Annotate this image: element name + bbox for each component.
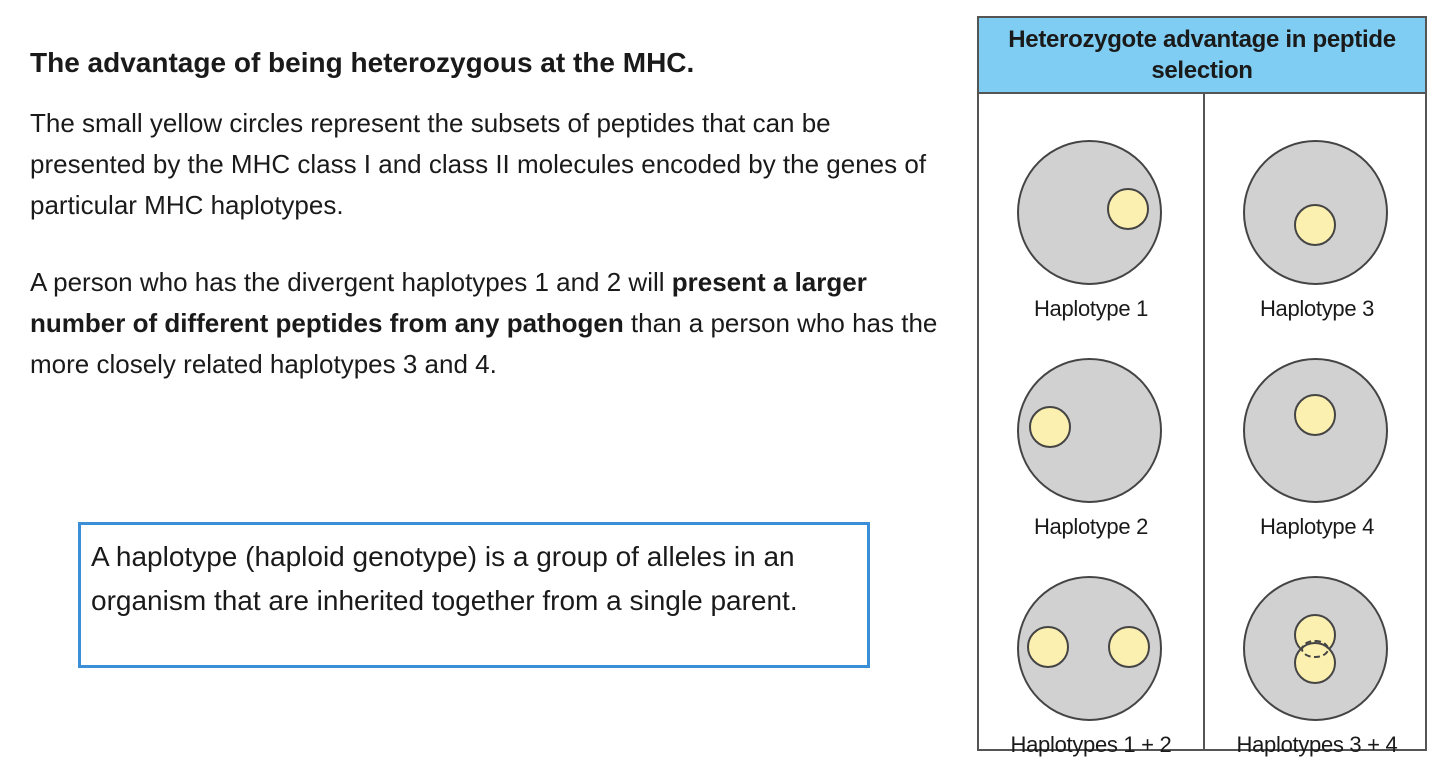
cell-haplotype-4: Haplotype 4 [1205,334,1429,552]
peptide-subset-circle [1029,406,1071,448]
paragraph-comparison-bold: present a larger number of different pep… [30,267,867,339]
cell-haplotype-3: Haplotype 3 [1205,116,1429,334]
peptide-subset-circle [1027,626,1069,668]
paragraph-description: The small yellow circles represent the s… [30,108,927,221]
definition-box: A haplotype (haploid genotype) is a grou… [78,522,870,668]
text-column: The advantage of being heterozygous at t… [30,45,940,421]
cell-label: Haplotypes 3 + 4 [1236,732,1398,757]
cell-haplotypes-1-2: Haplotypes 1 + 2 [979,552,1203,770]
figure-title: Heterozygote advantage in peptide select… [979,18,1425,94]
peptide-subset-circle [1107,188,1149,230]
peptide-repertoire-circle [1243,576,1388,721]
cell-haplotype-1: Haplotype 1 [979,116,1203,334]
paragraph-comparison-part1: A person who has the divergent haplotype… [30,267,672,298]
peptide-subset-circle [1294,204,1336,246]
cell-label: Haplotype 1 [1033,296,1149,321]
paragraph-comparison-part2: than a person who has the more closely r… [30,308,938,380]
peptide-subset-circle [1108,626,1150,668]
peptide-subset-circle [1294,394,1336,436]
peptide-overlap-outline [1301,640,1329,658]
peptide-repertoire-circle [1017,576,1162,721]
cell-label: Haplotype 2 [1033,514,1149,539]
peptide-repertoire-circle [1243,358,1388,503]
page-heading: The advantage of being heterozygous at t… [30,47,695,78]
peptide-repertoire-circle [1017,140,1162,285]
paragraph-comparison: A person who has the divergent haplotype… [30,262,940,385]
peptide-repertoire-circle [1243,140,1388,285]
cell-haplotypes-3-4: Haplotypes 3 + 4 [1205,552,1429,770]
cell-label: Haplotype 3 [1259,296,1375,321]
haplotype-figure: Heterozygote advantage in peptide select… [977,16,1429,757]
cell-label: Haplotype 4 [1259,514,1375,539]
peptide-repertoire-circle [1017,358,1162,503]
cell-haplotype-2: Haplotype 2 [979,334,1203,552]
cell-label: Haplotypes 1 + 2 [1010,732,1172,757]
figure-column-divider [1203,94,1205,751]
